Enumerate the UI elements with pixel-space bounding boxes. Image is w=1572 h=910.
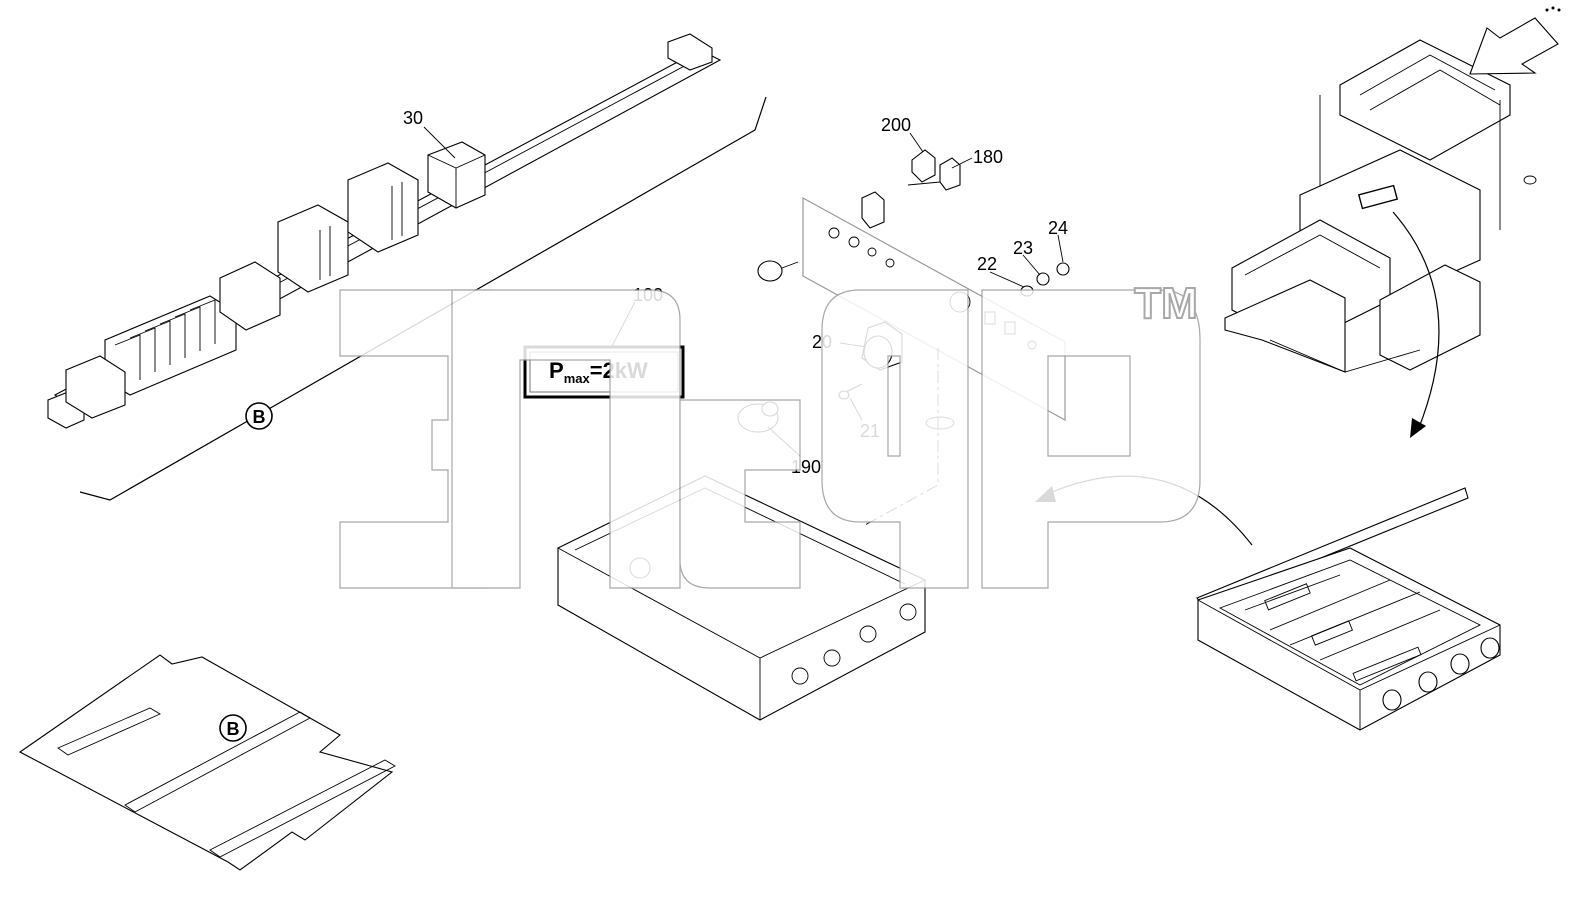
part-30-module: [427, 141, 486, 209]
view-direction-arrow: [1469, 17, 1559, 75]
part-200-socket: [861, 149, 936, 229]
watermark-trademark: TM: [1134, 279, 1198, 328]
watermark-letter-3: [679, 399, 801, 589]
din-rail-assembly: [47, 33, 722, 429]
relay-small: [219, 261, 281, 331]
ref-marker-b-upper: B: [245, 402, 273, 430]
watermark-letter-5: [981, 289, 1201, 589]
ref-marker-b-lower: B: [219, 714, 247, 742]
callout-180: 180: [973, 147, 1003, 167]
callout-200: 200: [881, 115, 911, 135]
plug-cap: [757, 260, 799, 282]
callout-23: 23: [1013, 238, 1033, 258]
corner-dots: [1545, 6, 1561, 12]
callout-24: 24: [1048, 218, 1068, 238]
relay-module-1: [277, 204, 349, 293]
callout-22: 22: [977, 254, 997, 274]
open-control-box: [1196, 487, 1501, 731]
mounting-plate: B: [18, 654, 396, 871]
callout-30: 30: [403, 108, 423, 128]
paver-machine: [1224, 39, 1537, 373]
relay-module-2: [347, 162, 419, 253]
arrowhead-down: [1410, 418, 1426, 438]
watermark-letter-2: [451, 289, 681, 589]
ref-marker-b-upper-label: B: [253, 407, 266, 427]
watermark-letter-4: [821, 289, 969, 589]
curved-arrow-down: [1392, 211, 1440, 431]
ref-marker-b-lower-label: B: [227, 719, 240, 739]
watermark-logo: TM: [339, 278, 1201, 589]
